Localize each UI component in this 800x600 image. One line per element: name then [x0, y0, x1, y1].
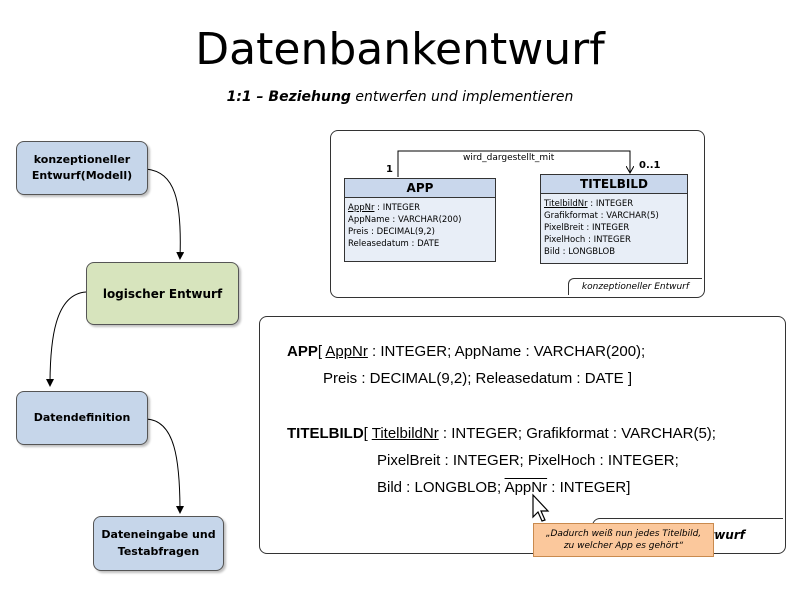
flow-arrow-1 — [145, 168, 185, 260]
step-label-line: Testabfragen — [117, 544, 200, 558]
page-title: Datenbankentwurf — [195, 24, 605, 75]
schema-titelbild-line-3: Bild : LONGBLOB; AppNr : INTEGER] — [377, 479, 630, 496]
step-data-definition: Datendefinition — [16, 391, 148, 445]
schema-text: : INTEGER; AppName : VARCHAR(200); — [367, 343, 646, 360]
schema-app-line-2: Preis : DECIMAL(9,2); Releasedatum : DAT… — [323, 370, 632, 387]
schema-text: [ — [317, 343, 326, 360]
relation-name-app: APP — [287, 343, 318, 360]
step-logical-design: logischer Entwurf — [86, 262, 239, 325]
attribute-text: Bild : LONGBLOB — [544, 247, 616, 257]
attribute-row: Grafikformat : VARCHAR(5) — [544, 210, 684, 222]
attribute-text: : INTEGER — [587, 199, 634, 209]
attribute-row: Preis : DECIMAL(9,2) — [348, 226, 492, 238]
attribute-text: PixelBreit : INTEGER — [544, 223, 630, 233]
attribute-row: AppName : VARCHAR(200) — [348, 214, 492, 226]
schema-text: : INTEGER] — [547, 479, 631, 496]
schema-text: [ — [363, 425, 372, 442]
foreign-key-callout: „Dadurch weiß nun jedes Titelbild, zu wel… — [533, 523, 714, 557]
step-label-line: Entwurf(Modell) — [31, 169, 133, 182]
attribute-row: TitelbildNr : INTEGER — [544, 198, 684, 210]
entity-app-name: APP — [345, 179, 495, 198]
entity-titelbild-name: TITELBILD — [541, 175, 687, 194]
flow-arrow-3 — [145, 418, 184, 514]
primary-key-appnr: AppNr — [325, 343, 368, 360]
schema-titelbild-line-2: PixelBreit : INTEGER; PixelHoch : INTEGE… — [377, 452, 679, 469]
attribute-text: AppName : VARCHAR(200) — [348, 215, 462, 225]
step-label-line: logischer Entwurf — [102, 286, 223, 301]
attribute-row: Releasedatum : DATE — [348, 238, 492, 250]
attribute-row: PixelHoch : INTEGER — [544, 234, 684, 246]
attribute-row: AppNr : INTEGER — [348, 202, 492, 214]
relation-name-titelbild: TITELBILD — [287, 425, 364, 442]
foreign-key-appnr: AppNr — [504, 479, 548, 496]
attribute-text: : INTEGER — [374, 203, 421, 213]
page-subtitle: 1:1 – Beziehung entwerfen und implementi… — [0, 89, 800, 105]
attribute-key: TitelbildNr — [544, 199, 588, 209]
cardinality-left: 1 — [386, 164, 393, 175]
mouse-cursor-icon — [532, 493, 550, 522]
step-label-line: Datendefinition — [33, 410, 131, 424]
schema-text: Bild : LONGBLOB; — [377, 479, 505, 496]
step-label-line: Dateneingabe und — [101, 528, 216, 541]
entity-titelbild-attributes: TitelbildNr : INTEGER Grafikformat : VAR… — [541, 194, 687, 262]
attribute-row: PixelBreit : INTEGER — [544, 222, 684, 234]
conceptual-design-tag: konzeptioneller Entwurf — [568, 278, 702, 295]
entity-titelbild: TITELBILD TitelbildNr : INTEGER Grafikfo… — [540, 174, 688, 264]
attribute-text: Grafikformat : VARCHAR(5) — [544, 211, 659, 221]
schema-titelbild-line-1: TITELBILD[ TitelbildNr : INTEGER; Grafik… — [287, 425, 716, 442]
attribute-text: PixelHoch : INTEGER — [544, 235, 631, 245]
schema-text: : INTEGER; Grafikformat : VARCHAR(5); — [438, 425, 716, 442]
flow-arrow-2 — [46, 291, 87, 387]
schema-app-line-1: APP[ AppNr : INTEGER; AppName : VARCHAR(… — [287, 343, 645, 360]
attribute-key: AppNr — [348, 203, 375, 213]
attribute-row: Bild : LONGBLOB — [544, 246, 684, 258]
subtitle-rest: entwerfen und implementieren — [350, 89, 574, 105]
primary-key-titelbildnr: TitelbildNr — [371, 425, 439, 442]
callout-line: zu welcher App es gehört“ — [563, 541, 684, 551]
entity-app: APP AppNr : INTEGER AppName : VARCHAR(20… — [344, 178, 496, 262]
logical-schema-panel — [259, 316, 786, 554]
cardinality-right: 0..1 — [639, 160, 661, 171]
relationship-label: wird_dargestellt_mit — [463, 153, 555, 163]
step-label-line: konzeptioneller — [33, 152, 131, 166]
callout-line: „Dadurch weiß nun jedes Titelbild, — [545, 529, 702, 539]
subtitle-bold: 1:1 – Beziehung — [226, 89, 351, 105]
entity-app-attributes: AppNr : INTEGER AppName : VARCHAR(200) P… — [345, 198, 495, 254]
attribute-text: Releasedatum : DATE — [348, 239, 440, 249]
attribute-text: Preis : DECIMAL(9,2) — [348, 227, 435, 237]
